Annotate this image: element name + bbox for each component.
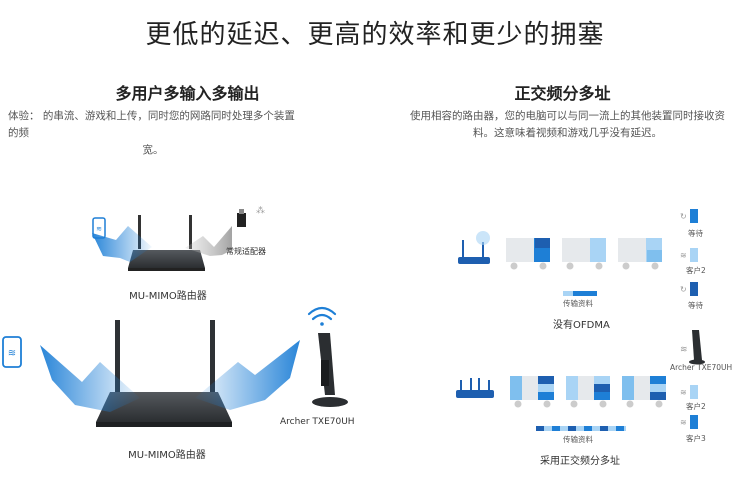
mu-mimo-description-line-2: 宽。 xyxy=(142,144,164,156)
bottom-router-label: MU-MIMO路由器 xyxy=(128,450,206,461)
top-router-label: MU-MIMO路由器 xyxy=(129,291,207,302)
bottom-beam-right xyxy=(195,340,300,410)
ofdma-description: 使用相容的路由器，您的电脑可以与同一流上的其他装置同时接收资 料。这意味着视频和… xyxy=(405,108,730,142)
mu-mimo-description: 体验： 的串流、游戏和上传，同时您的网路同时处理多个装置的频 宽。 xyxy=(8,108,298,159)
ofdma-description-line-1: 使用相容的路由器，您的电脑可以与同一流上的其他装置同时接收资 xyxy=(410,110,725,122)
device-label-wait-2: 等待 xyxy=(688,301,703,310)
without-ofdma-caption: 没有OFDMA xyxy=(553,320,610,331)
ofdma-description-line-2: 料。这意味着视频和游戏几乎没有延迟。 xyxy=(473,127,662,139)
truck-top-2 xyxy=(562,238,606,270)
phone-icon: ≋ xyxy=(92,217,106,239)
truck-bottom-1 xyxy=(510,376,554,408)
truck-bottom-2 xyxy=(566,376,610,408)
truck-top-3 xyxy=(618,238,662,270)
mu-mimo-heading: 多用户多输入多输出 xyxy=(115,84,260,103)
device-icon-client3: ≋ xyxy=(680,415,698,429)
device-label-client2-bottom: 客户2 xyxy=(686,402,706,411)
bottom-beam-left xyxy=(40,345,140,412)
truck-top-1 xyxy=(506,238,550,270)
ofdma-heading: 正交频分多址 xyxy=(514,84,611,103)
device-label-client3: 客户3 xyxy=(686,434,706,443)
device-label-archer: Archer TXE70UH xyxy=(670,363,733,372)
svg-text:≋: ≋ xyxy=(8,348,16,359)
svg-text:≋: ≋ xyxy=(96,225,102,233)
top-beam-right xyxy=(185,226,232,256)
device-label-wait-1: 等待 xyxy=(688,229,703,238)
device-icon-client2-bottom: ≋ xyxy=(680,385,698,399)
with-ofdma-caption: 采用正交频分多址 xyxy=(540,456,620,467)
wifi-icon xyxy=(307,306,337,326)
top-mu-mimo-router xyxy=(128,215,205,271)
truck-bottom-3 xyxy=(622,376,666,408)
svg-text:↻: ↻ xyxy=(680,212,687,221)
mu-mimo-description-line-1: 体验： 的串流、游戏和上传，同时您的网路同时处理多个装置的频 xyxy=(8,110,295,139)
device-icon-client2: ≋ xyxy=(680,248,698,262)
legacy-adapter-label: 常规适配器 xyxy=(226,247,266,256)
device-icon-wait-2: ↻ xyxy=(680,282,698,296)
device-label-client2: 客户2 xyxy=(686,266,706,275)
svg-text:≋: ≋ xyxy=(680,388,687,397)
transfer-label-top: 传输资料 xyxy=(563,299,593,308)
device-icon-wait-1: ↻ xyxy=(680,209,698,223)
top-beam-left xyxy=(92,226,152,262)
legacy-adapter-icon: ⁂ xyxy=(237,205,265,227)
svg-text:↻: ↻ xyxy=(680,285,687,294)
svg-text:≋: ≋ xyxy=(680,251,687,260)
svg-text:≋: ≋ xyxy=(680,345,688,355)
transfer-bar-top xyxy=(563,291,597,296)
archer-adapter-small-icon: ≋ xyxy=(680,330,705,365)
archer-adapter-label: Archer TXE70UH xyxy=(280,417,355,427)
svg-text:≋: ≋ xyxy=(680,418,687,427)
ofdma-top-router xyxy=(458,231,490,264)
page-title: 更低的延迟、更高的效率和更少的拥塞 xyxy=(145,20,605,50)
svg-text:⁂: ⁂ xyxy=(256,205,265,216)
transfer-bar-bottom xyxy=(536,426,626,431)
transfer-label-bottom: 传输资料 xyxy=(563,435,593,444)
archer-adapter-icon xyxy=(312,333,348,407)
ofdma-bottom-router xyxy=(456,378,494,398)
phone-icon-large: ≋ xyxy=(2,336,22,368)
